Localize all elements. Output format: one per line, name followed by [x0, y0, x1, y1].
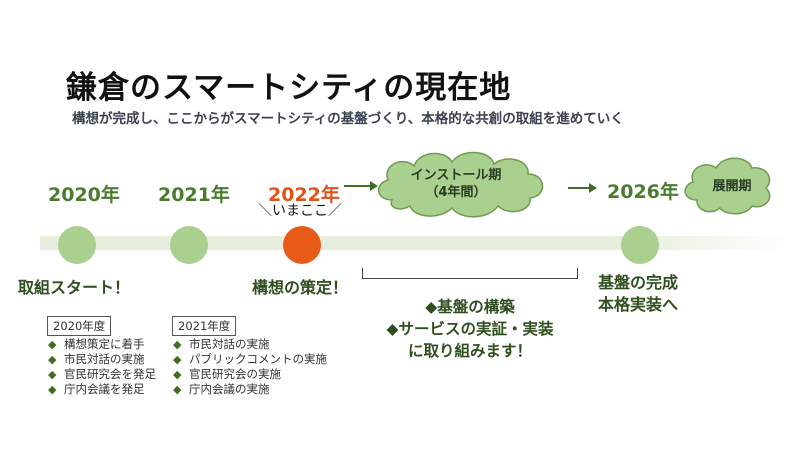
list-item: ◆市民対話の実施 — [173, 337, 270, 351]
install-cloud-text: インストール期 （4年間） — [396, 167, 516, 201]
milestone-foundation: 基盤の完成 本格実装へ — [598, 272, 678, 316]
fiscal-2021-list: ◆市民対話の実施 ◆パブリックコメントの実施 ◆官民研究会の実施 ◆庁内会議の実… — [173, 337, 333, 397]
install-center-line1: ◆基盤の構築 — [425, 298, 515, 316]
milestone-start: 取組スタート！ — [18, 278, 131, 297]
diamond-bullet-icon: ◆ — [173, 338, 182, 351]
year-2021-label: 2021年 — [158, 184, 230, 206]
milestone-plan: 構想の策定！ — [252, 278, 349, 297]
install-center-line2: ◆サービスの実証・実装 — [386, 320, 554, 338]
diamond-bullet-icon: ◆ — [48, 353, 57, 366]
list-item: ◆官民研究会を発足 — [48, 367, 156, 381]
milestone-foundation-line1: 基盤の完成 — [598, 273, 679, 292]
list-item: ◆官民研究会の実施 — [173, 367, 281, 381]
node-2020 — [58, 226, 96, 264]
timeline-bar — [40, 236, 790, 250]
fiscal-2020-list: ◆構想策定に着手 ◆市民対話の実施 ◆官民研究会を発足 ◆庁内会議を発足 — [48, 337, 158, 397]
list-item: ◆構想策定に着手 — [48, 337, 145, 351]
expansion-cloud-text: 展開期 — [712, 179, 752, 194]
milestone-foundation-line2: 本格実装へ — [598, 295, 679, 314]
fiscal-2021-title: 2021年度 — [172, 316, 237, 336]
install-center-line3: に取り組みます！ — [407, 342, 532, 360]
list-item: ◆パブリックコメントの実施 — [173, 352, 327, 366]
node-2021 — [170, 226, 208, 264]
diamond-bullet-icon: ◆ — [48, 383, 57, 396]
list-item: ◆庁内会議を発足 — [48, 382, 145, 396]
arrow-to-2026 — [568, 183, 597, 193]
page-title: 鎌倉のスマートシティの現在地 — [66, 70, 512, 106]
install-cloud-duration: （4年間） — [425, 185, 487, 200]
expansion-cloud-shape — [684, 157, 771, 215]
diamond-bullet-icon: ◆ — [173, 353, 182, 366]
node-2022 — [283, 226, 321, 264]
year-2026-label: 2026年 — [607, 181, 679, 203]
install-center-text: ◆基盤の構築 ◆サービスの実証・実装 に取り組みます！ — [360, 296, 580, 362]
install-cloud-shape — [378, 151, 544, 218]
install-period-bracket — [362, 268, 578, 279]
diamond-bullet-icon: ◆ — [173, 383, 182, 396]
node-2026 — [621, 226, 659, 264]
arrow-to-install — [344, 181, 378, 191]
year-2022-label: 2022年 — [268, 184, 340, 206]
diamond-bullet-icon: ◆ — [48, 338, 57, 351]
list-item: ◆市民対話の実施 — [48, 352, 145, 366]
list-item: ◆庁内会議の実施 — [173, 382, 270, 396]
diamond-bullet-icon: ◆ — [173, 368, 182, 381]
diamond-bullet-icon: ◆ — [48, 368, 57, 381]
fiscal-2020-title: 2020年度 — [47, 316, 112, 336]
page-subtitle: 構想が完成し、ここからがスマートシティの基盤づくり、本格的な共創の取組を進めてい… — [72, 111, 624, 127]
install-cloud-title: インストール期 — [410, 168, 502, 183]
year-2020-label: 2020年 — [48, 184, 120, 206]
now-marker: ＼いまここ／ — [258, 203, 342, 219]
